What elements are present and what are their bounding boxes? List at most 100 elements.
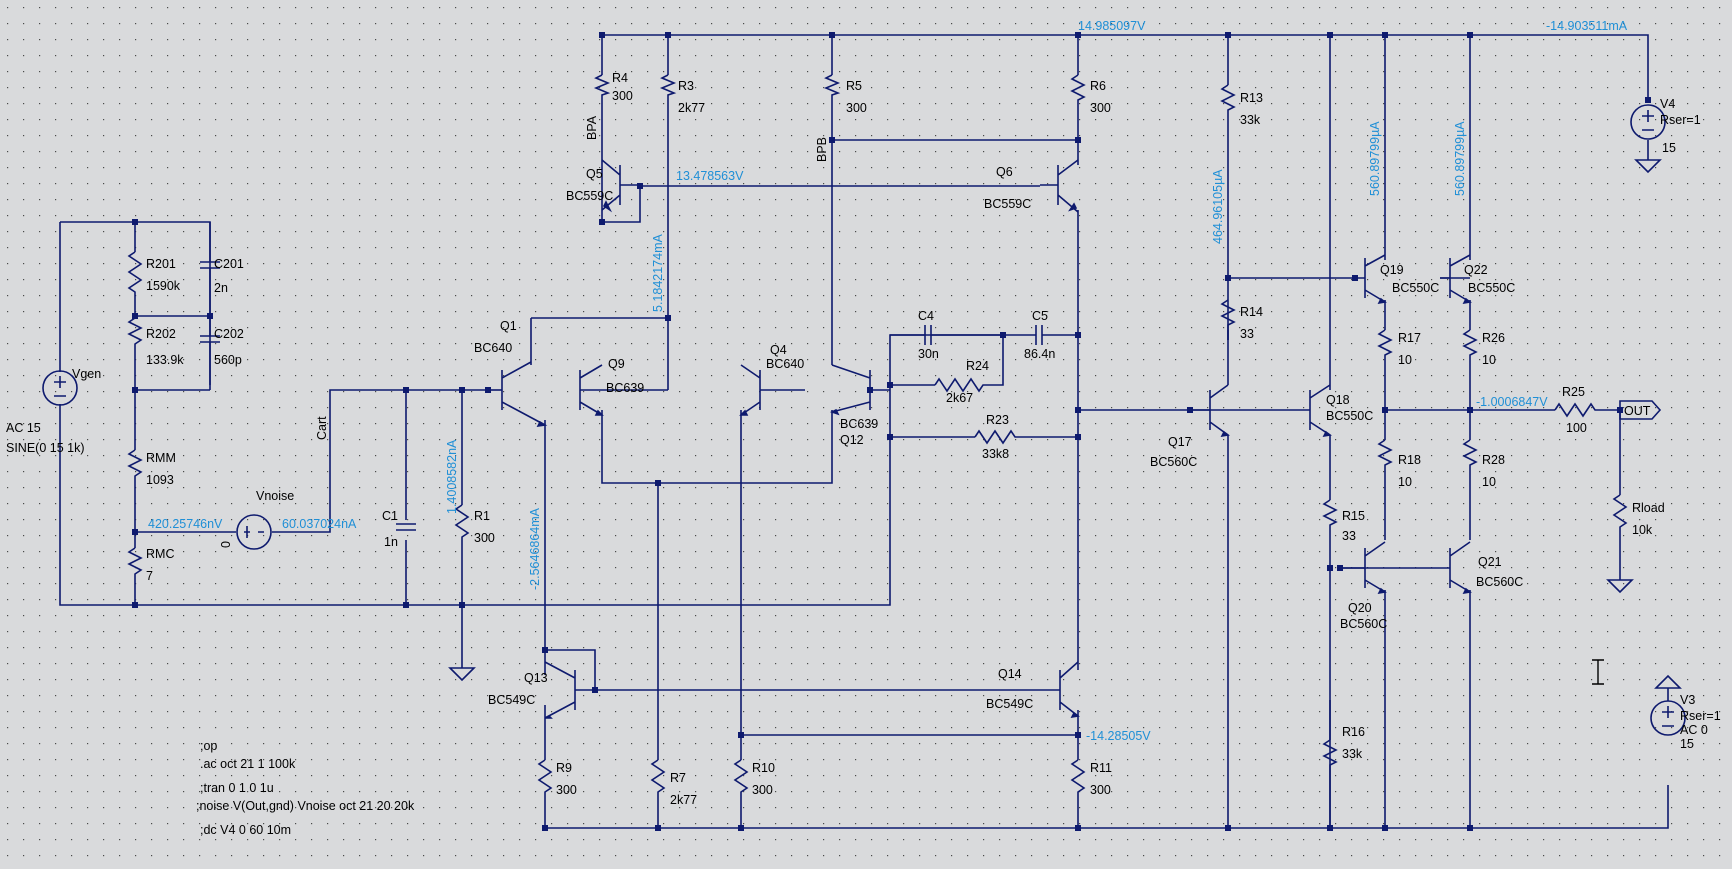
label-c4[interactable]: C4 [918, 309, 934, 323]
resistor-r24[interactable] [934, 377, 985, 393]
value-r7[interactable]: 2k77 [670, 793, 697, 807]
resistor-r10[interactable] [733, 759, 749, 800]
model-q6[interactable]: BC559C [984, 197, 1031, 211]
label-r4[interactable]: R4 [612, 71, 628, 85]
label-rmm[interactable]: RMM [146, 451, 176, 465]
label-r28[interactable]: R28 [1482, 453, 1505, 467]
transistor-q12[interactable] [829, 364, 871, 416]
value-r16[interactable]: 33k [1342, 747, 1363, 761]
model-q19[interactable]: BC550C [1392, 281, 1439, 295]
resistor-rmm[interactable] [127, 449, 143, 484]
net-label-cart[interactable]: Cart [315, 416, 329, 440]
annotation-v-q5[interactable]: 13.478563V [676, 169, 744, 183]
annotation-i-q22[interactable]: 560.89799µA [1453, 121, 1467, 196]
label-v4[interactable]: V4 [1660, 97, 1675, 111]
transistors[interactable] [501, 159, 1472, 719]
annotation-v-bottom[interactable]: -14.28505V [1086, 729, 1151, 743]
value-c5[interactable]: 86.4n [1024, 347, 1055, 361]
resistor-r5[interactable] [823, 74, 841, 100]
label-r14[interactable]: R14 [1240, 305, 1263, 319]
net-label-bpa[interactable]: BPA [585, 115, 599, 140]
directive-noise[interactable]: ;noise V(Out,gnd) Vnoise oct 21 20 20k [196, 799, 415, 813]
value-c1[interactable]: 1n [384, 535, 398, 549]
resistor-rmc[interactable] [127, 547, 143, 580]
value-r201[interactable]: 1590k [146, 279, 181, 293]
resistor-r26[interactable] [1462, 329, 1478, 370]
label-q6[interactable]: Q6 [996, 165, 1013, 179]
label-q9[interactable]: Q9 [608, 357, 625, 371]
value-r17[interactable]: 10 [1398, 353, 1412, 367]
capacitors[interactable] [200, 222, 1048, 531]
value-r13[interactable]: 33k [1240, 113, 1261, 127]
resistor-r16[interactable] [1322, 739, 1338, 780]
label-r16[interactable]: R16 [1342, 725, 1365, 739]
model-q17[interactable]: BC560C [1150, 455, 1197, 469]
label-q5[interactable]: Q5 [586, 167, 603, 181]
transistor-q21[interactable] [1449, 541, 1472, 595]
output-port-flag[interactable] [1619, 400, 1662, 420]
value-r26[interactable]: 10 [1482, 353, 1496, 367]
annotation-i-r13[interactable]: 464.96105µA [1211, 169, 1225, 244]
value-r25[interactable]: 100 [1566, 421, 1587, 435]
resistor-r14[interactable] [1220, 299, 1236, 340]
label-c1[interactable]: C1 [382, 509, 398, 523]
model-q12[interactable]: BC639 [840, 417, 878, 431]
transistor-q1[interactable] [501, 361, 548, 428]
label-r17[interactable]: R17 [1398, 331, 1421, 345]
label-q1[interactable]: Q1 [500, 319, 517, 333]
model-q9[interactable]: BC639 [606, 381, 644, 395]
label-r1[interactable]: R1 [474, 509, 490, 523]
label-r18[interactable]: R18 [1398, 453, 1421, 467]
label-r15[interactable]: R15 [1342, 509, 1365, 523]
label-v3[interactable]: V3 [1680, 693, 1695, 707]
value-c202[interactable]: 560p [214, 353, 242, 367]
value-r28[interactable]: 10 [1482, 475, 1496, 489]
label-r3[interactable]: R3 [678, 79, 694, 93]
value2-vgen[interactable]: SINE(0 15 1k) [6, 441, 85, 455]
resistor-r1[interactable] [454, 504, 470, 545]
directive-op[interactable]: ;op [200, 739, 217, 753]
resistor-r25[interactable] [1554, 402, 1600, 418]
model-q21[interactable]: BC560C [1476, 575, 1523, 589]
capacitor-c4[interactable] [920, 325, 935, 345]
transistor-q22[interactable] [1440, 254, 1472, 305]
value-c201[interactable]: 2n [214, 281, 228, 295]
value-rmm[interactable]: 1093 [146, 473, 174, 487]
model-q13[interactable]: BC549C [488, 693, 535, 707]
resistor-r11[interactable] [1070, 759, 1086, 800]
transistor-q4[interactable] [739, 364, 761, 416]
label-r6[interactable]: R6 [1090, 79, 1106, 93]
label-r24[interactable]: R24 [966, 359, 989, 373]
annotation-v-noise-left[interactable]: 420.25746nV [148, 517, 223, 531]
value-r14[interactable]: 33 [1240, 327, 1254, 341]
resistor-r7[interactable] [650, 759, 666, 800]
value-v4[interactable]: 15 [1662, 141, 1676, 155]
annotation-v-out[interactable]: -1.0006847V [1476, 395, 1548, 409]
label-q13[interactable]: Q13 [524, 671, 548, 685]
label-q21[interactable]: Q21 [1478, 555, 1502, 569]
label-rload[interactable]: Rload [1632, 501, 1665, 515]
source-v4[interactable] [1630, 104, 1666, 140]
wires[interactable] [59, 34, 1669, 829]
value-r18[interactable]: 10 [1398, 475, 1412, 489]
value-r202[interactable]: 133.9k [146, 353, 184, 367]
value-rload[interactable]: 10k [1632, 523, 1653, 537]
capacitor-c202[interactable] [200, 316, 220, 390]
model-q1[interactable]: BC640 [474, 341, 512, 355]
source-vnoise[interactable] [236, 514, 272, 550]
value-r3[interactable]: 2k77 [678, 101, 705, 115]
resistor-r15[interactable] [1322, 499, 1338, 540]
label-r201[interactable]: R201 [146, 257, 176, 271]
annotation-i-r3[interactable]: 5.1842174mA [651, 233, 665, 312]
resistor-rload[interactable] [1612, 494, 1628, 535]
model-q20[interactable]: BC560C [1340, 617, 1387, 631]
value-vnoise[interactable]: 0 [219, 541, 233, 548]
value-r24[interactable]: 2k67 [946, 391, 973, 405]
directive-tran[interactable]: ;tran 0 1 0 1u [200, 781, 274, 795]
annotation-v-top[interactable]: 14.985097V [1078, 19, 1146, 33]
label-c201[interactable]: C201 [214, 257, 244, 271]
transistor-q13[interactable] [544, 661, 595, 719]
value-r11[interactable]: 300 [1090, 783, 1111, 797]
transistor-q6[interactable] [1040, 159, 1079, 213]
